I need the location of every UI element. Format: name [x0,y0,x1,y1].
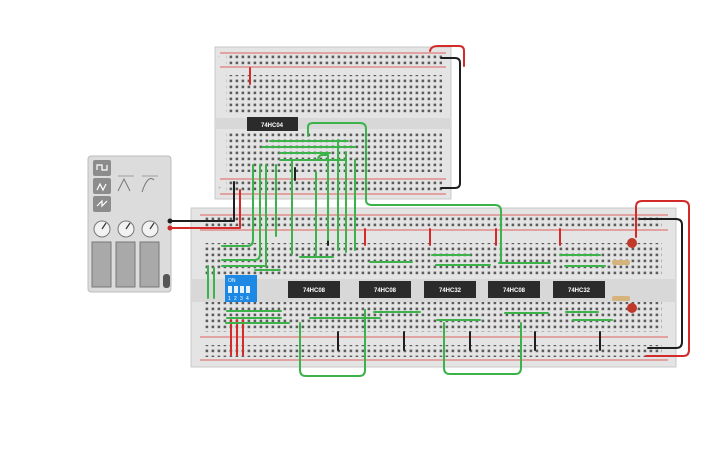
power-switch[interactable] [163,274,170,288]
chip-74hc04-label: 74HC04 [261,123,284,129]
dip-on-label: ON [228,278,236,284]
chip-1-label: 74HC08 [303,288,326,294]
chip-3-label: 74HC32 [439,288,462,294]
svg-text:-: - [218,54,220,59]
dip-switch[interactable]: ON 1 2 3 4 [225,275,257,302]
led-bottom[interactable] [627,303,637,313]
triangle-wave-icon[interactable] [93,178,111,194]
dip-position-1: 1 [228,296,231,302]
resistor-bottom[interactable] [612,296,630,301]
dip-toggle-2[interactable] [234,286,238,293]
dip-toggle-1[interactable] [228,286,232,293]
display-1 [91,241,112,288]
chip-3[interactable] [424,281,476,298]
chip-74hc04[interactable] [247,117,298,131]
large-breadboard[interactable]: ON 1 2 3 4 74HC08 74HC08 74HC32 74HC08 7… [190,207,677,368]
chip-4-label: 74HC08 [503,288,526,294]
led-top[interactable] [627,238,637,248]
chip-5-label: 74HC32 [568,288,591,294]
chip-5[interactable] [553,281,605,298]
function-generator[interactable] [87,155,173,293]
display-2 [115,241,136,288]
display-3 [139,241,160,288]
svg-text:+: + [218,185,221,190]
dip-position-4: 4 [246,296,249,302]
chip-1[interactable] [288,281,340,298]
resistor-top[interactable] [612,260,630,265]
chip-4[interactable] [488,281,540,298]
wires [169,45,690,377]
chip-2-label: 74HC08 [374,288,397,294]
dip-toggle-3[interactable] [240,286,244,293]
dip-toggle-4[interactable] [246,286,250,293]
dip-position-3: 3 [240,296,243,302]
chip-2[interactable] [359,281,411,298]
dip-position-2: 2 [234,296,237,302]
